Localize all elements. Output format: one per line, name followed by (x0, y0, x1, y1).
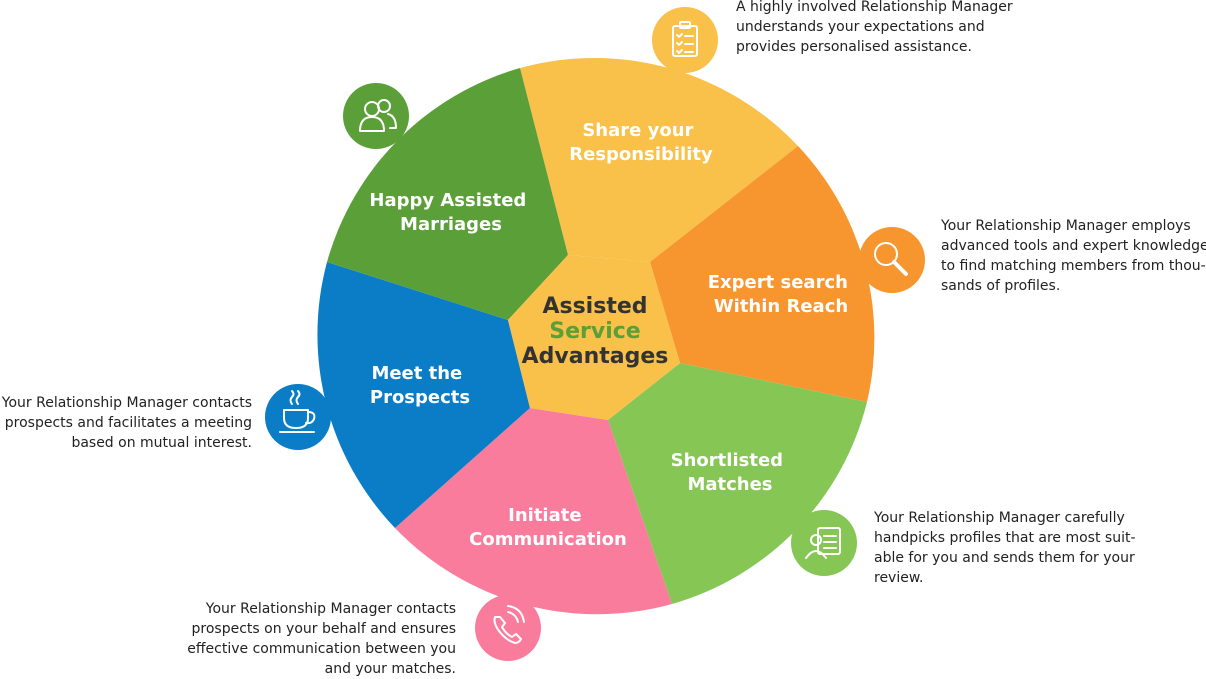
phone-call-icon (475, 595, 541, 661)
center-title-line1: Assisted (542, 294, 647, 319)
couple-users-icon (343, 83, 409, 149)
description-initiate: Your Relationship Manager contacts prosp… (187, 601, 456, 677)
segment-meet (317, 262, 530, 528)
description-meet: Your Relationship Manager contacts prosp… (1, 395, 252, 451)
title-meet: Meet the Prospects (370, 363, 470, 408)
center-hexagon (508, 255, 680, 420)
title-shortlisted: Shortlisted Matches (671, 450, 790, 495)
segment-happy (327, 68, 568, 320)
description-shortlisted: Your Relationship Manager carefully hand… (874, 510, 1136, 586)
segment-initiate (395, 408, 672, 615)
profile-document-icon (791, 510, 857, 576)
coffee-cup-icon (265, 384, 331, 450)
title-expert: Expert search Within Reach (708, 272, 854, 317)
segment-expert (650, 146, 875, 402)
title-initiate: Initiate Communication (469, 505, 627, 550)
clipboard-checklist-icon (652, 7, 718, 73)
center-title-line3: Advantages (522, 344, 669, 369)
center-title-line2: Service (549, 319, 640, 344)
title-happy: Happy Assisted Marriages (369, 190, 532, 235)
description-share: A highly involved Relationship Manager u… (736, 0, 1013, 55)
magnifier-icon (859, 227, 925, 293)
title-share: Share your Responsibility (569, 120, 713, 165)
segment-share (520, 57, 798, 263)
segment-shortlisted (608, 363, 867, 604)
description-expert: Your Relationship Manager employs advanc… (941, 218, 1206, 294)
